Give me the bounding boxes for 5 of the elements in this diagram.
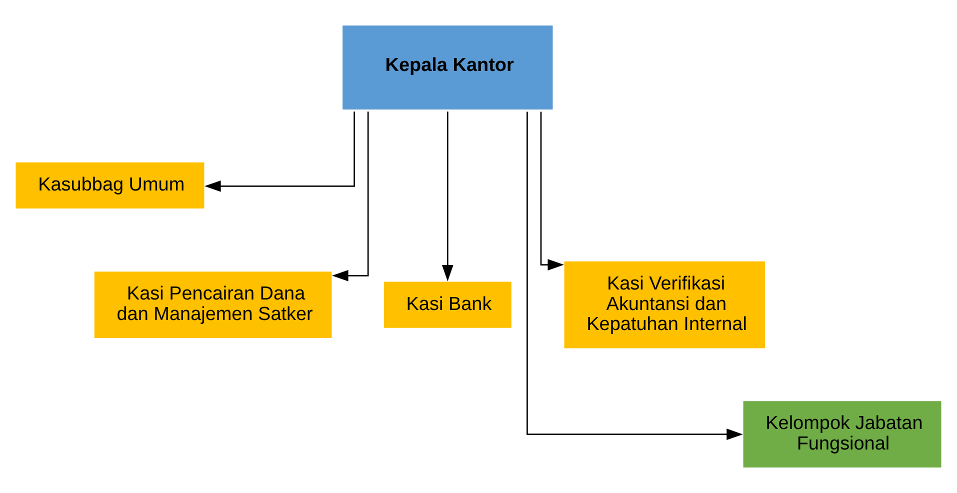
arrow [442,112,454,282]
arrow [204,112,355,192]
arrow [332,112,369,282]
arrow [540,112,564,271]
arrow [526,112,743,440]
